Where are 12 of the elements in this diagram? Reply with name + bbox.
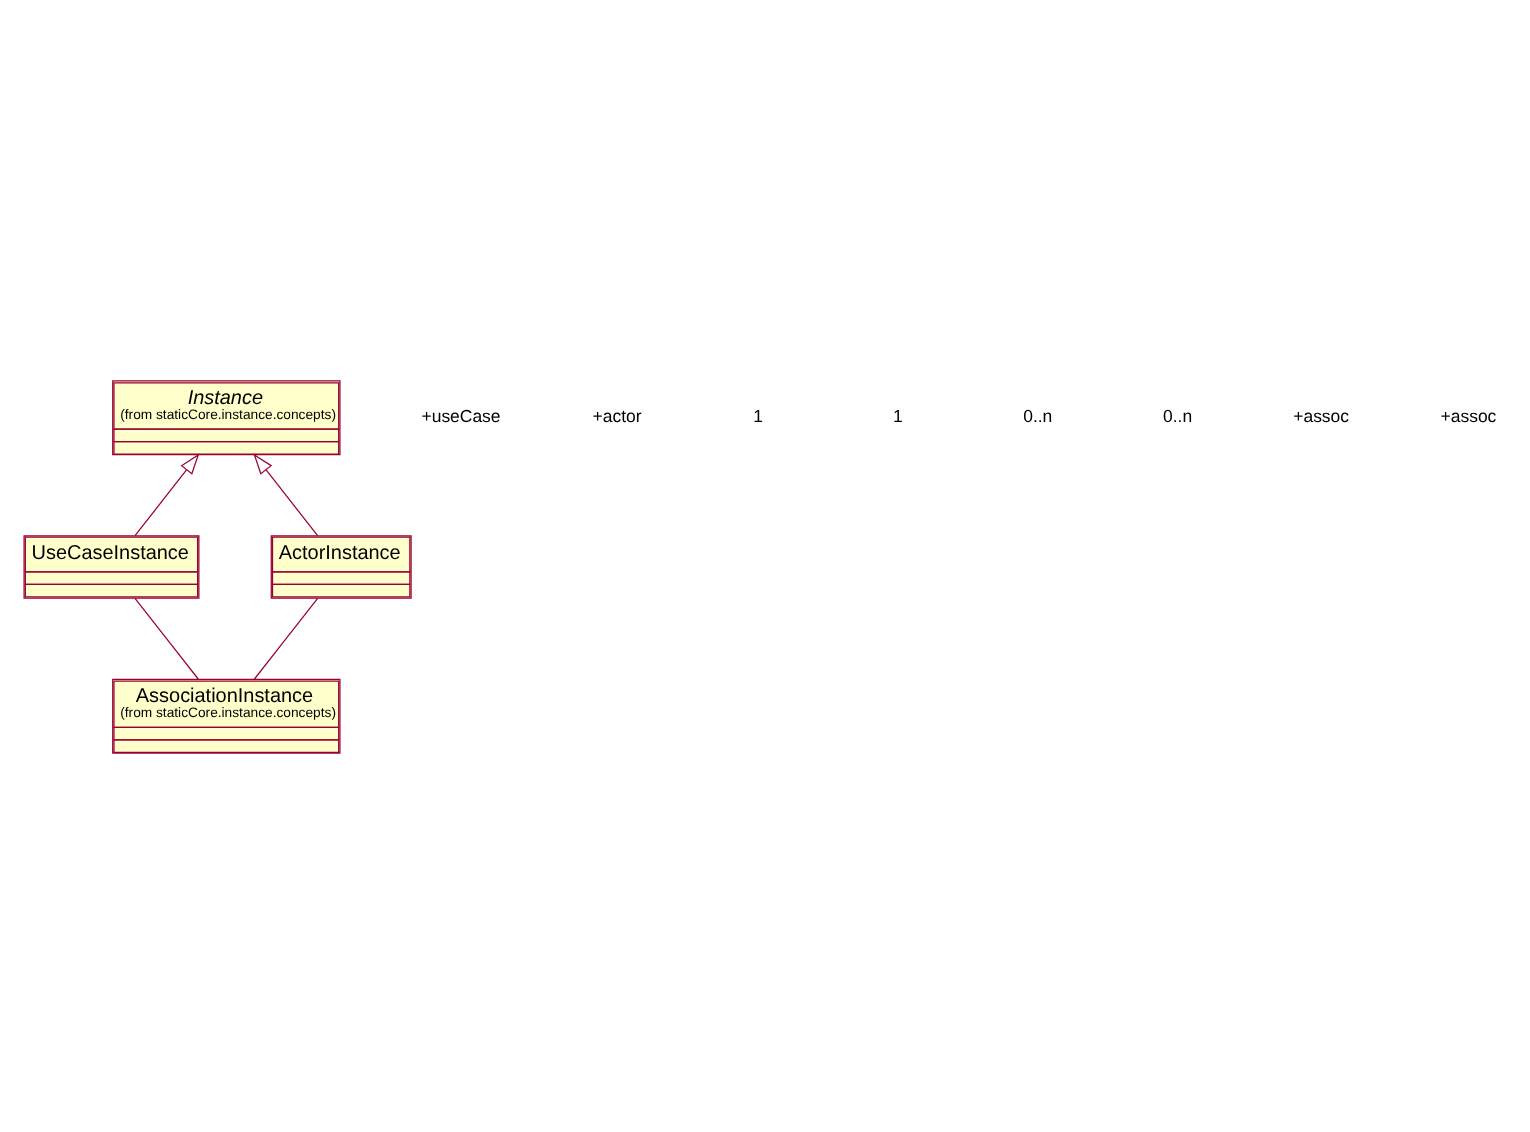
arrow	[134, 452, 200, 536]
label: +actor	[592, 405, 642, 426]
label: 0..n	[1163, 405, 1193, 426]
connector	[134, 596, 199, 679]
label: 0..n	[1023, 405, 1053, 426]
label: +useCase	[421, 405, 501, 426]
label: 1	[893, 405, 903, 426]
arrow	[253, 452, 319, 536]
label: +assoc	[1293, 405, 1350, 426]
connector	[253, 596, 319, 679]
label: +assoc	[1440, 405, 1497, 426]
label: 1	[753, 405, 763, 426]
